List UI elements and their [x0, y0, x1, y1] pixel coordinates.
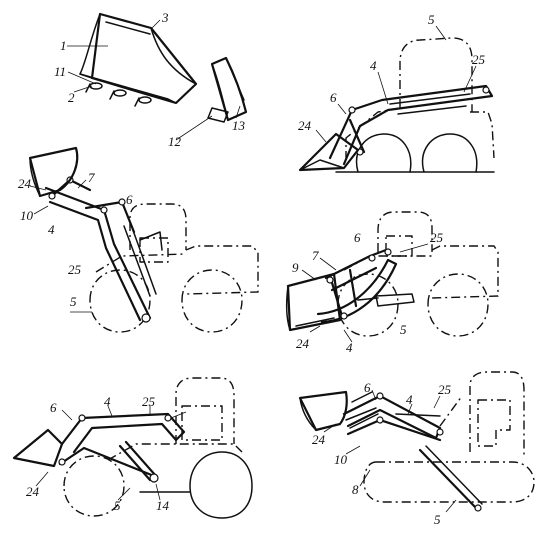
- label-25: 25: [142, 394, 156, 409]
- label-5: 5: [400, 322, 407, 337]
- leader-lines: [301, 243, 429, 343]
- label-11: 11: [54, 64, 66, 79]
- label-10: 10: [334, 452, 348, 467]
- linkage: [58, 412, 186, 483]
- label-7: 7: [312, 248, 319, 263]
- label-25: 25: [430, 230, 444, 245]
- track: [363, 461, 535, 503]
- figure-tracked-loader: 6 4 25 24 10 8 5: [298, 371, 535, 527]
- linkage: [342, 391, 483, 512]
- label-5: 5: [434, 512, 441, 527]
- label-24: 24: [18, 176, 32, 191]
- label-6: 6: [50, 400, 57, 415]
- label-4: 4: [370, 58, 377, 73]
- label-6: 6: [354, 230, 361, 245]
- tooth-drawing: [207, 56, 248, 123]
- lift-arm: [328, 84, 494, 166]
- leader-lines: [323, 389, 457, 513]
- label-4: 4: [104, 394, 111, 409]
- label-7: 7: [88, 170, 95, 185]
- label-3: 3: [161, 10, 169, 25]
- label-24: 24: [296, 336, 310, 351]
- linkage: [44, 176, 163, 323]
- leader-lines: [35, 405, 161, 501]
- label-13: 13: [232, 118, 246, 133]
- linkage: [316, 248, 415, 324]
- label-9: 9: [292, 260, 299, 275]
- wheels: [337, 273, 489, 337]
- label-6: 6: [330, 90, 337, 105]
- bucket: [285, 272, 342, 332]
- label-4: 4: [48, 222, 55, 237]
- leader-lines: [29, 179, 92, 313]
- label-8: 8: [352, 482, 359, 497]
- bucket: [298, 132, 360, 172]
- bucket: [28, 146, 79, 198]
- bucket: [12, 428, 64, 468]
- figure-wheel-loader-low: 6 25 7 9 24 4 5: [285, 211, 499, 355]
- body-outline: [439, 371, 525, 456]
- figure-skid-steer: 5 4 25 6 24: [298, 12, 495, 173]
- label-5: 5: [428, 12, 435, 27]
- label-25: 25: [438, 382, 452, 397]
- label-24: 24: [312, 432, 326, 447]
- label-4: 4: [346, 340, 353, 355]
- figure-bucket-detail: 1 2 3 11 12 13: [54, 10, 248, 149]
- label-2: 2: [68, 90, 75, 105]
- figure-compact-loader: 6 4 25 24 5 14: [12, 377, 253, 519]
- label-5: 5: [114, 498, 121, 513]
- label-4: 4: [406, 392, 413, 407]
- label-10: 10: [20, 208, 34, 223]
- label-25: 25: [68, 262, 82, 277]
- label-25: 25: [472, 52, 486, 67]
- label-1: 1: [60, 38, 67, 53]
- body-outline: [95, 203, 259, 295]
- label-5: 5: [70, 294, 77, 309]
- label-24: 24: [26, 484, 40, 499]
- bucket: [298, 390, 348, 432]
- bucket-drawing: [79, 12, 198, 107]
- body-outline: [343, 211, 499, 299]
- figure-wheel-loader-z: 24 7 10 4 6 25 5: [18, 146, 259, 333]
- label-24: 24: [298, 118, 312, 133]
- label-14: 14: [156, 498, 170, 513]
- leader-lines: [67, 19, 241, 141]
- wheels: [89, 269, 243, 333]
- label-6: 6: [364, 380, 371, 395]
- label-6: 6: [126, 192, 133, 207]
- label-12: 12: [168, 134, 182, 149]
- wheels: [63, 451, 253, 519]
- body-outline: [107, 377, 243, 461]
- leader-lines: [315, 25, 477, 143]
